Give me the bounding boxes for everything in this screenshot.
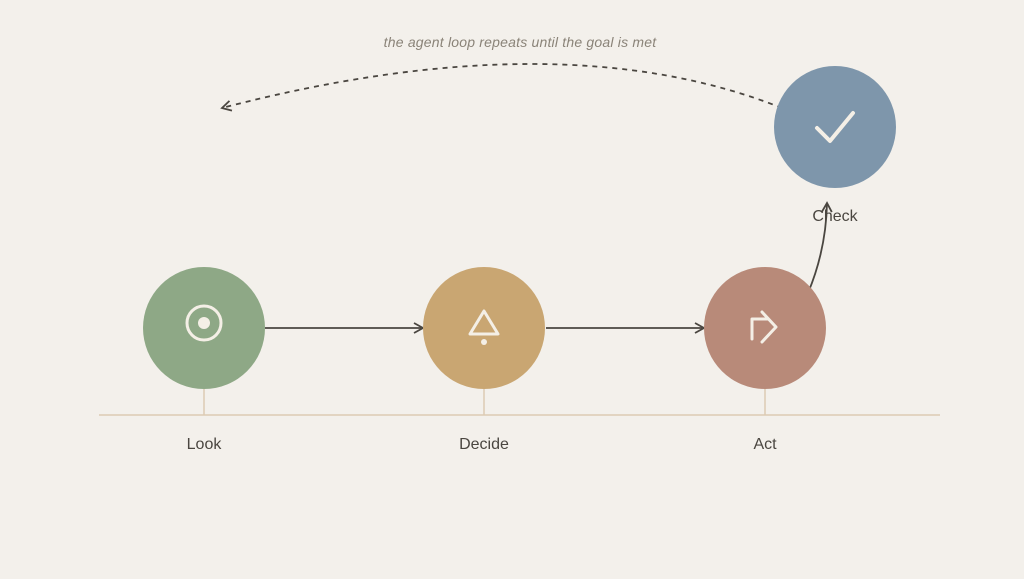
checkmark-icon — [815, 111, 855, 143]
triangle-icon — [468, 309, 500, 345]
step-circle-act — [704, 267, 826, 389]
redirect-arrow-icon — [750, 310, 778, 344]
step-node-act — [704, 267, 826, 389]
step-label-look: Look — [186, 436, 222, 453]
step-label-decide: Decide — [459, 436, 509, 453]
step-circle-check — [774, 66, 896, 188]
step-node-look — [143, 267, 265, 389]
loop-back-arrow — [220, 63, 783, 112]
connector-act-to-check — [807, 201, 833, 294]
step-circle-decide — [423, 267, 545, 389]
step-label-check: Check — [812, 208, 858, 225]
step-node-decide — [423, 267, 545, 389]
target-icon — [185, 304, 223, 342]
loop-caption: the agent loop repeats until the goal is… — [383, 34, 657, 50]
step-node-check — [774, 66, 896, 188]
step-label-act: Act — [753, 436, 777, 453]
